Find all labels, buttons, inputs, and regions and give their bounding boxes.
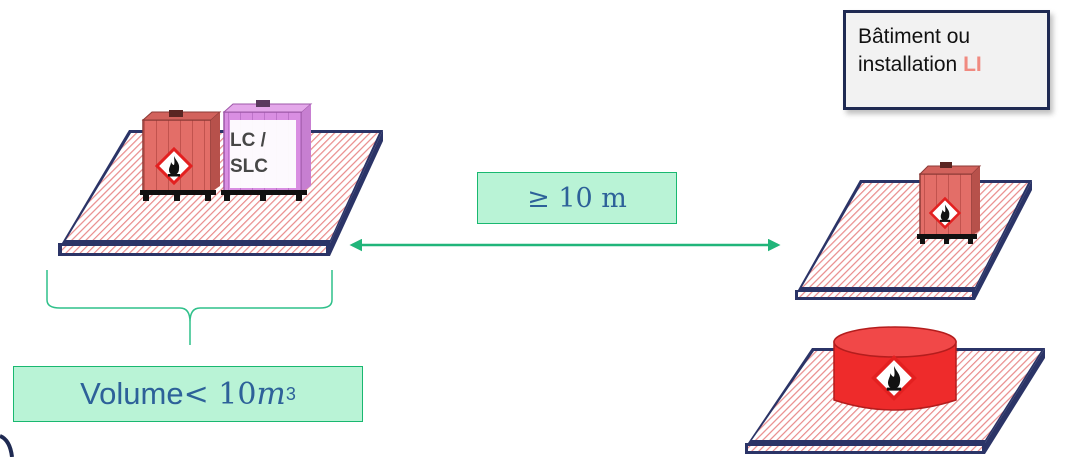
ibc-label-line2: SLC xyxy=(230,156,268,177)
info-box-line2-text: installation xyxy=(858,53,964,76)
volume-unit: m xyxy=(256,376,286,412)
volume-relation: < 10 xyxy=(183,376,257,412)
platform-left xyxy=(58,130,383,256)
ibc-container-red xyxy=(140,110,222,201)
building-info-box: Bâtiment ou installation LI xyxy=(843,10,1050,110)
info-box-accent: LI xyxy=(963,53,982,76)
volume-word: Volume xyxy=(80,376,184,411)
distance-label-text: ≥ 10 m xyxy=(527,182,627,214)
ibc-container-red-small xyxy=(917,162,982,244)
volume-exponent: 3 xyxy=(285,383,296,404)
distance-label: ≥ 10 m xyxy=(477,172,677,224)
edge-shape xyxy=(0,434,14,457)
info-box-line2: installation LI xyxy=(858,51,1035,79)
ibc-label-line1: LC / xyxy=(230,130,266,151)
ibc-label: LC / SLC xyxy=(230,128,292,180)
ibc-container-purple xyxy=(221,100,313,201)
info-box-line1: Bâtiment ou xyxy=(858,25,971,48)
storage-tank xyxy=(833,326,957,411)
platform-right-upper xyxy=(795,180,1032,300)
curly-brace-icon xyxy=(46,270,333,345)
